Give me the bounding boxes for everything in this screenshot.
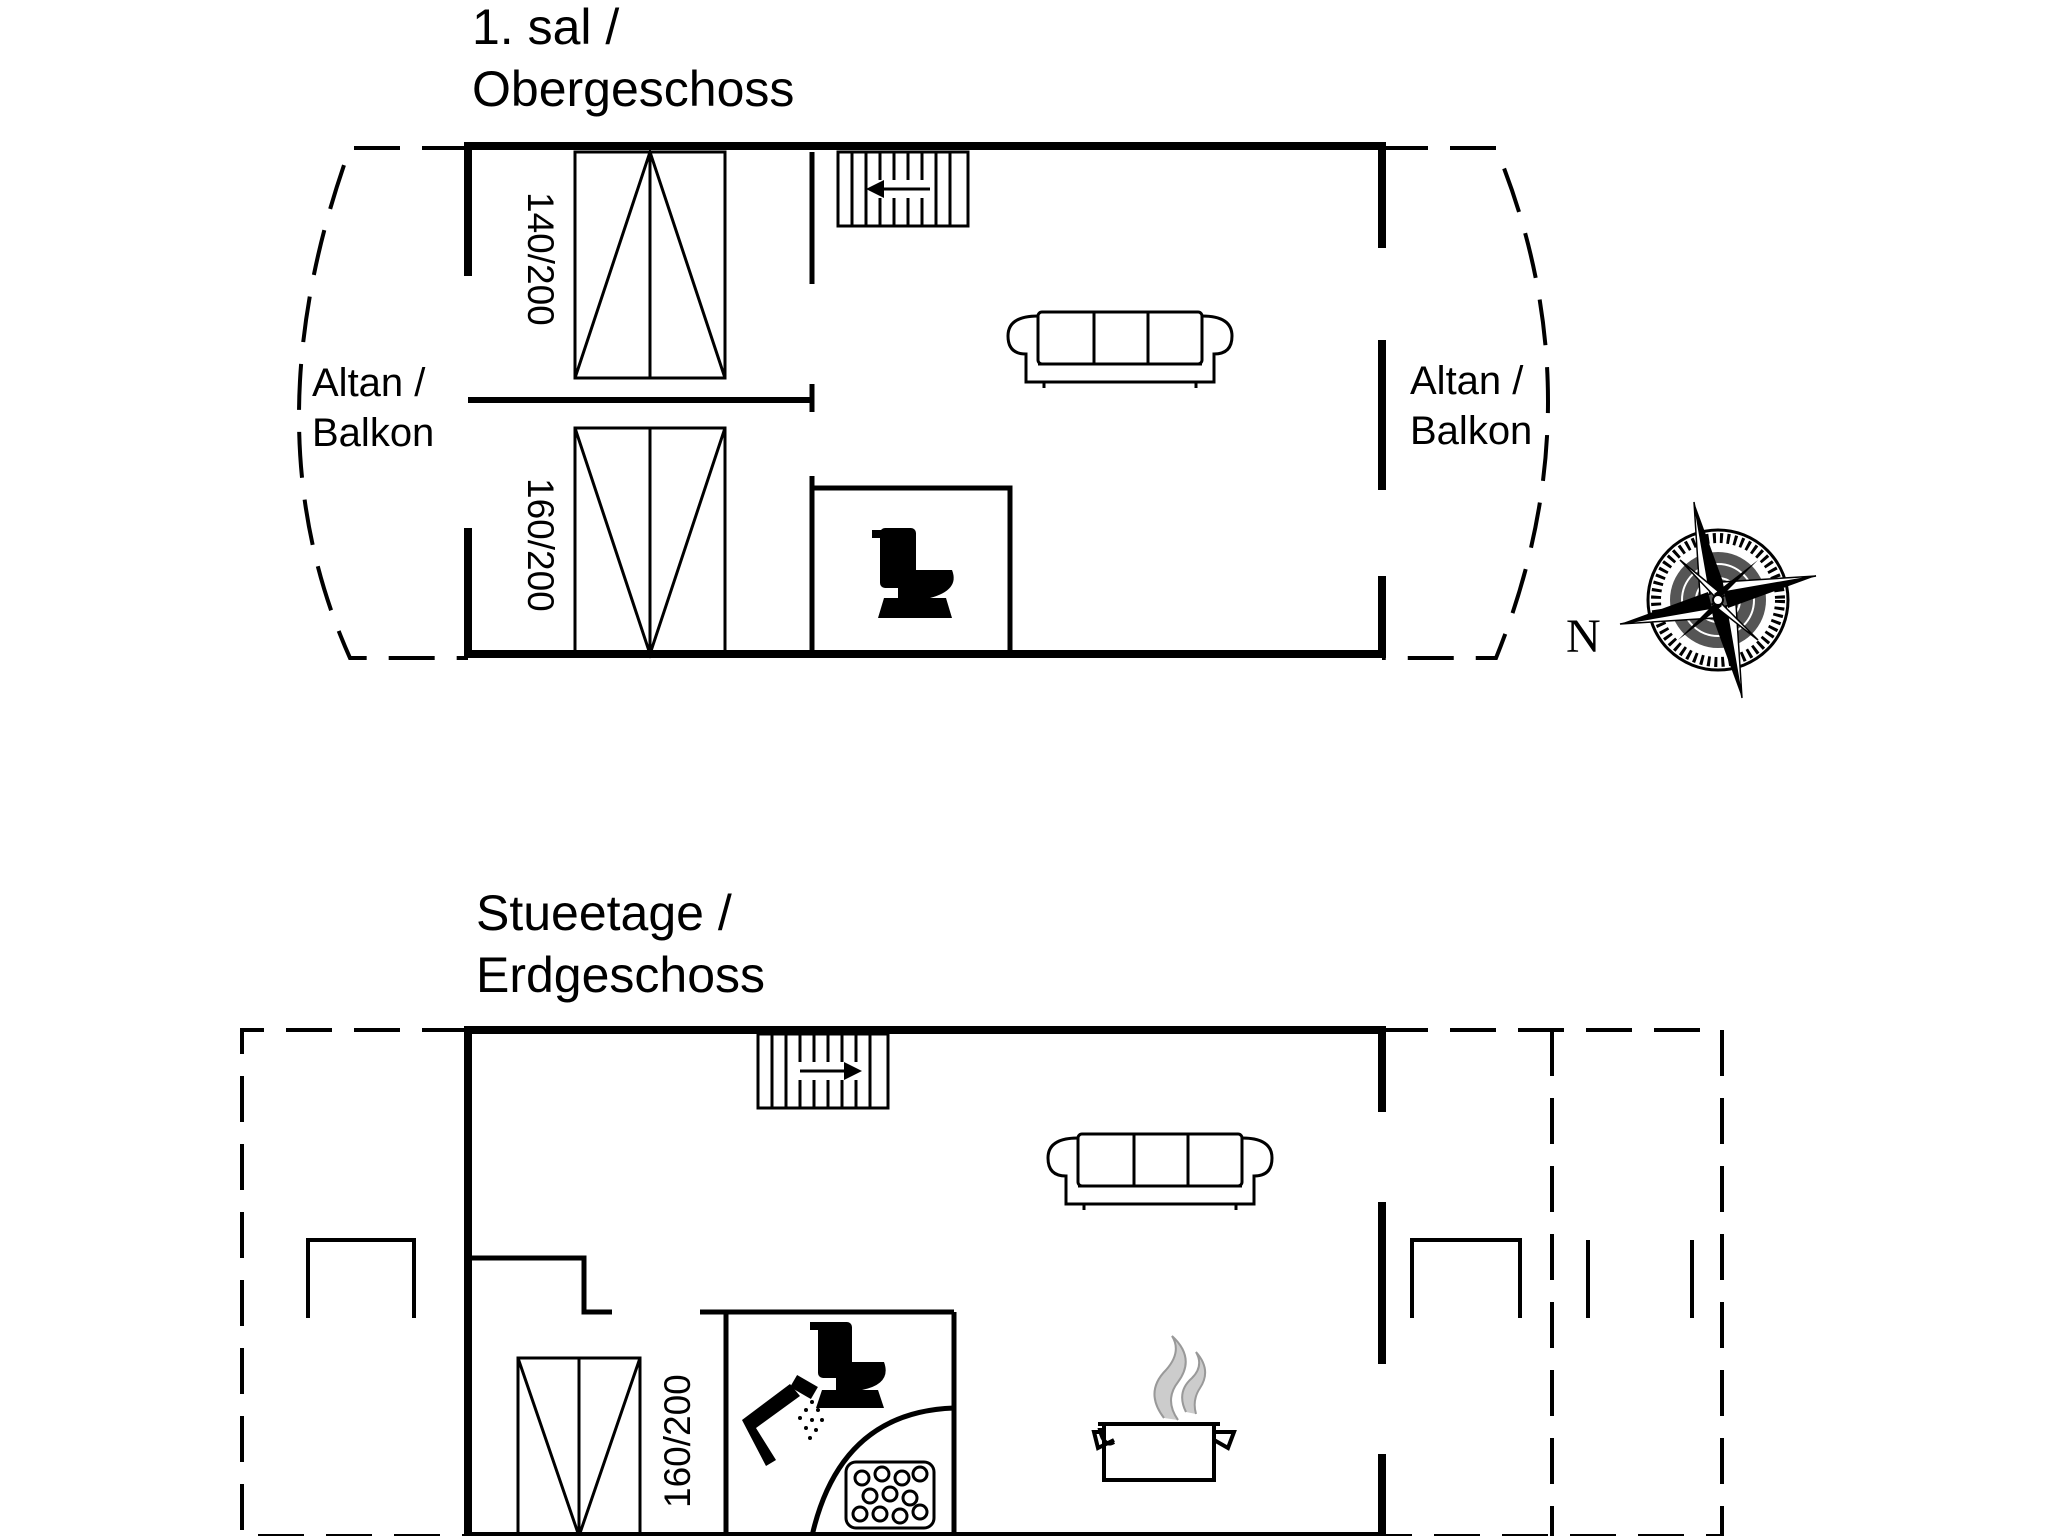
ground-floor: Stueetage / Erdgeschoss [240,885,1724,1536]
ground-floor-title-line1: Stueetage / [476,885,732,941]
ground-floor-walls [464,1026,1386,1536]
outdoor-furniture-left [306,1238,416,1318]
compass-rose-icon [1619,501,1817,699]
bed-2-size-label: 160/200 [520,478,561,612]
sofa-icon [1046,1132,1274,1210]
outdoor-posts [1586,1240,1694,1318]
sofa-icon [1006,310,1234,388]
compass-north-label: N [1566,610,1601,663]
balcony-right-outline [1382,146,1550,660]
balcony-right-label-line1: Altan / [1410,359,1524,403]
toilet-icon [872,528,954,618]
outdoor-furniture-right [1410,1238,1522,1318]
balcony-right-label-line2: Balkon [1410,409,1532,453]
balcony-left-label-line2: Balkon [312,411,434,455]
upper-floor: 1. sal / Obergeschoss Altan / Balkon Alt… [297,0,1550,660]
ground-floor-title-line2: Erdgeschoss [476,947,765,1003]
terrace-left-outline [240,1028,468,1536]
cooking-pot-icon [1091,1335,1237,1482]
bed-1-size-label: 140/200 [520,192,561,326]
shower-icon [742,1374,824,1466]
bed-160-200-ground [516,1356,642,1536]
bed-160-200-upper [573,426,727,659]
upper-floor-title-line1: 1. sal / [472,0,619,55]
upper-floor-title-line2: Obergeschoss [472,61,794,117]
bed-140-200 [573,147,727,380]
stairs-icon [836,150,970,228]
toilet-icon [810,1322,886,1408]
balcony-left-label-line1: Altan / [312,361,426,405]
stairs-icon [756,1032,890,1110]
sauna-icon [809,1405,955,1536]
ground-bed-size-label: 160/200 [657,1374,698,1508]
balcony-left-outline [297,146,468,660]
